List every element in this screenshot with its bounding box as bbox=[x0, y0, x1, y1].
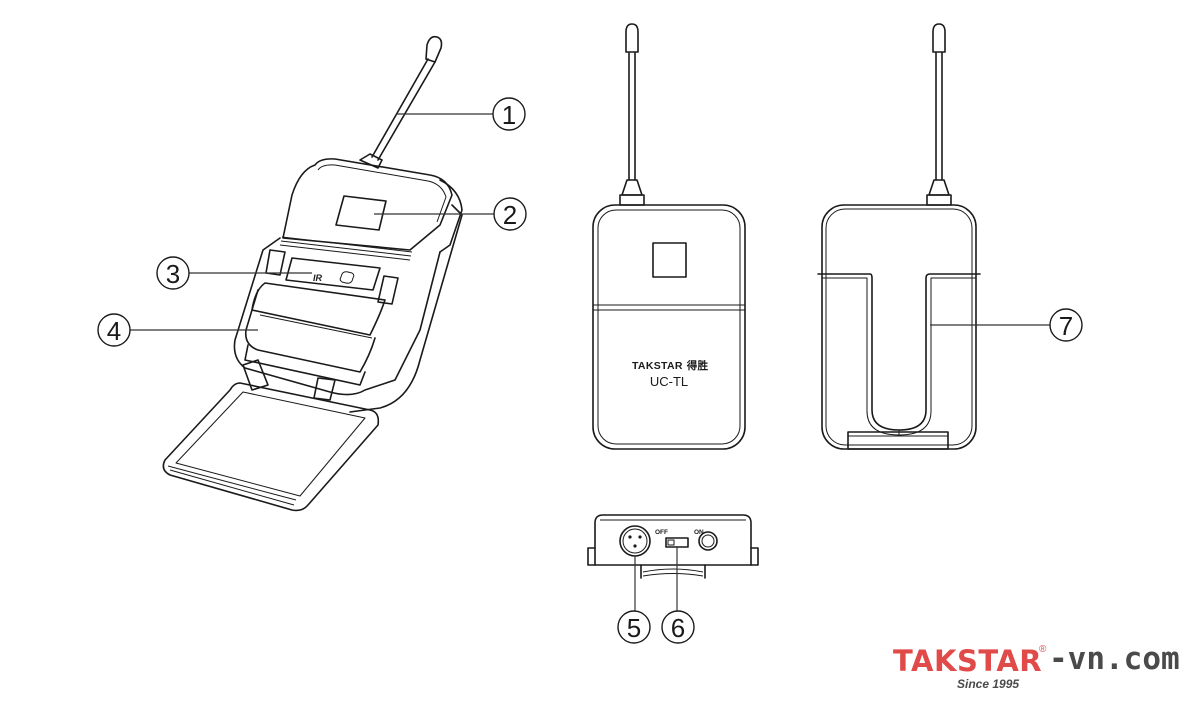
device-model: UC-TL bbox=[650, 374, 688, 389]
bottom-view: OFF ON bbox=[587, 514, 759, 579]
logo-brand: TAKSTAR bbox=[893, 644, 1043, 678]
belt-clip bbox=[817, 273, 981, 450]
antenna-perspective bbox=[359, 35, 443, 169]
ir-label: IR bbox=[313, 273, 323, 283]
battery-door bbox=[162, 382, 380, 512]
off-label: OFF bbox=[655, 529, 668, 536]
transmitter-body-back bbox=[817, 204, 981, 450]
display-window-front bbox=[652, 242, 687, 278]
callout-7-clip: 7 bbox=[930, 308, 1083, 342]
mini-xlr-connector bbox=[619, 525, 651, 557]
callout-6-switch: 6 bbox=[661, 547, 695, 644]
svg-text:1: 1 bbox=[502, 100, 516, 130]
back-view bbox=[817, 23, 981, 450]
svg-text:3: 3 bbox=[166, 259, 180, 289]
registered-mark: ® bbox=[1039, 644, 1047, 655]
svg-text:6: 6 bbox=[671, 613, 685, 643]
callout-4-battery: 4 bbox=[97, 313, 258, 347]
callout-3-ir: 3 bbox=[156, 256, 312, 290]
aux-jack bbox=[698, 531, 718, 551]
svg-text:5: 5 bbox=[627, 613, 641, 643]
logo-domain: -vn.com bbox=[1049, 641, 1180, 677]
antenna-front bbox=[619, 23, 645, 206]
perspective-view: IR bbox=[162, 35, 463, 512]
transmitter-body-perspective: IR bbox=[233, 158, 463, 413]
callouts: 1 2 3 4 5 6 bbox=[97, 97, 1083, 644]
on-label: ON bbox=[694, 529, 704, 536]
battery-compartment-perspective bbox=[244, 282, 386, 386]
svg-text:7: 7 bbox=[1059, 311, 1073, 341]
svg-text:2: 2 bbox=[503, 200, 517, 230]
callout-5-xlr: 5 bbox=[617, 556, 651, 644]
callout-2-display: 2 bbox=[374, 197, 527, 231]
logo-tagline: Since 1995 bbox=[957, 677, 1020, 691]
svg-text:4: 4 bbox=[107, 316, 121, 346]
power-switch: OFF ON bbox=[655, 529, 704, 548]
antenna-back bbox=[926, 23, 952, 206]
display-window-perspective bbox=[335, 195, 387, 231]
callout-1-antenna: 1 bbox=[396, 97, 526, 131]
takstar-vn-logo: TAKSTAR ® -vn.com Since 1995 bbox=[893, 641, 1193, 696]
